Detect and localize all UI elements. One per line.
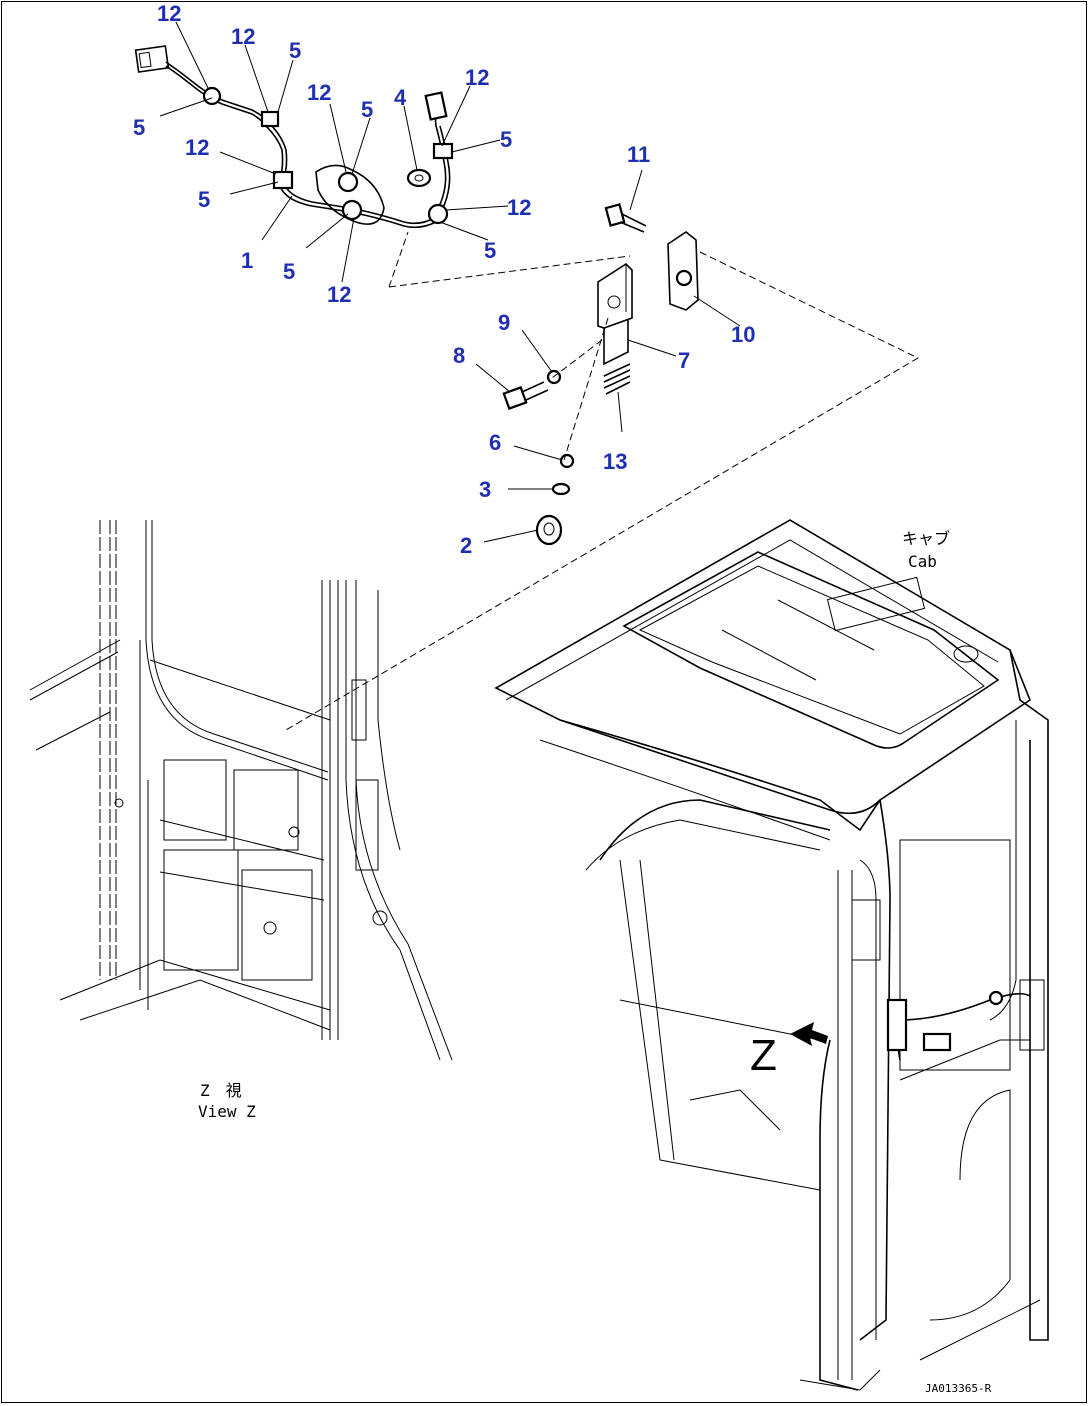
view-direction-arrow <box>790 1022 828 1046</box>
cab-illustration <box>494 519 1049 1391</box>
callout-4: 4 <box>394 85 407 110</box>
callout-5: 5 <box>361 97 373 122</box>
view-z-label-jp: Z 視 <box>200 1081 242 1100</box>
cab-label-en: Cab <box>908 552 937 571</box>
callout-3: 3 <box>479 477 491 502</box>
callout-labels: 12 12 5 12 5 4 12 5 5 12 5 1 5 12 5 12 1… <box>133 1 755 558</box>
wiring-harness <box>134 21 509 283</box>
callout-12: 12 <box>231 24 255 49</box>
callout-8: 8 <box>453 343 465 368</box>
view-z-detail <box>29 520 453 1061</box>
callout-10: 10 <box>731 322 755 347</box>
callout-12: 12 <box>465 65 489 90</box>
view-z-label-en: View Z <box>198 1102 256 1121</box>
text-labels: キャブ Cab Z 視 View Z Z JA013365-R <box>198 529 992 1395</box>
callout-7: 7 <box>678 348 690 373</box>
callout-1: 1 <box>241 248 253 273</box>
callout-5: 5 <box>198 187 210 212</box>
callout-5: 5 <box>283 259 295 284</box>
callout-6: 6 <box>489 430 501 455</box>
callout-12: 12 <box>507 195 531 220</box>
callout-9: 9 <box>498 310 510 335</box>
callout-11: 11 <box>627 142 650 167</box>
view-z-marker: Z <box>750 1031 777 1080</box>
cab-label-jp: キャブ <box>902 529 950 548</box>
callout-12: 12 <box>327 282 351 307</box>
drawing-code: JA013365-R <box>925 1382 992 1395</box>
callout-12: 12 <box>157 1 181 26</box>
callout-5: 5 <box>500 127 512 152</box>
callout-13: 13 <box>603 449 627 474</box>
callout-5: 5 <box>133 115 145 140</box>
switch-bracket-assembly <box>285 169 920 731</box>
callout-5: 5 <box>289 38 301 63</box>
callout-2: 2 <box>460 533 472 558</box>
callout-5: 5 <box>484 238 496 263</box>
callout-12: 12 <box>307 80 331 105</box>
callout-12: 12 <box>185 135 209 160</box>
